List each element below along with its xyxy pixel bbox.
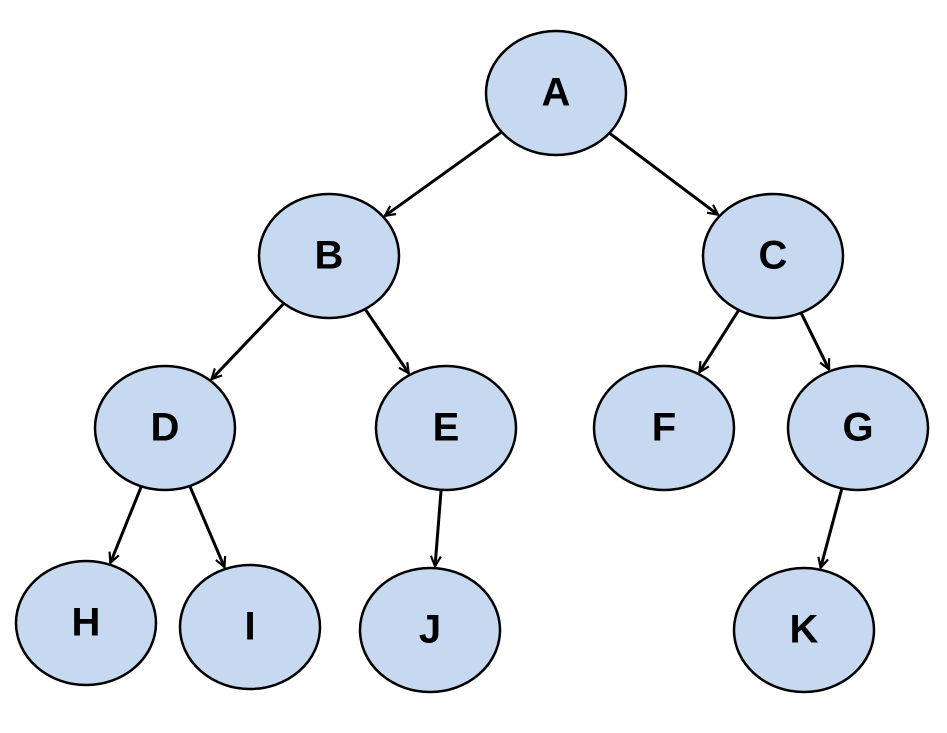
node-g-ellipse bbox=[786, 364, 930, 492]
node-d-label: D bbox=[151, 406, 180, 450]
node-e-ellipse bbox=[374, 364, 518, 492]
node-h: H bbox=[14, 559, 158, 687]
node-k: K bbox=[732, 566, 876, 694]
node-i-ellipse bbox=[178, 563, 322, 691]
node-i-label: I bbox=[244, 605, 255, 649]
node-h-label: H bbox=[72, 601, 101, 645]
node-g: G bbox=[786, 364, 930, 492]
edge-d-h-arrow bbox=[110, 485, 143, 562]
node-a-label: A bbox=[542, 71, 571, 115]
node-f-ellipse bbox=[592, 364, 736, 492]
node-k-ellipse bbox=[732, 566, 876, 694]
node-c-label: C bbox=[759, 234, 788, 278]
node-b-ellipse bbox=[257, 192, 401, 320]
edge-b-e-arrow bbox=[363, 308, 409, 373]
edge-g-k-arrow bbox=[821, 487, 844, 567]
node-e-label: E bbox=[433, 406, 460, 450]
node-h-ellipse bbox=[14, 559, 158, 687]
node-k-label: K bbox=[790, 608, 819, 652]
node-a: A bbox=[484, 29, 628, 157]
edge-b-d-arrow bbox=[212, 302, 285, 379]
node-f-label: F bbox=[652, 406, 676, 450]
node-c: C bbox=[701, 192, 845, 320]
node-b: B bbox=[257, 192, 401, 320]
node-j-ellipse bbox=[358, 566, 502, 694]
node-d: D bbox=[93, 364, 237, 492]
node-c-ellipse bbox=[701, 192, 845, 320]
edge-c-f-arrow bbox=[699, 309, 741, 372]
edge-a-b-arrow bbox=[385, 130, 503, 216]
node-d-ellipse bbox=[93, 364, 237, 492]
node-b-label: B bbox=[315, 234, 344, 278]
node-a-ellipse bbox=[484, 29, 628, 157]
node-g-label: G bbox=[842, 406, 873, 450]
edge-d-i-arrow bbox=[188, 485, 225, 567]
edge-a-c-arrow bbox=[608, 131, 718, 215]
edge-e-j-arrow bbox=[435, 489, 443, 566]
node-i: I bbox=[178, 563, 322, 691]
node-f: F bbox=[592, 364, 736, 492]
edge-c-g-arrow bbox=[799, 312, 831, 370]
nodes-layer: A B C D E F G H I J K bbox=[14, 29, 930, 694]
edges-layer bbox=[110, 130, 844, 568]
node-j: J bbox=[358, 566, 502, 694]
node-j-label: J bbox=[419, 608, 441, 652]
node-e: E bbox=[374, 364, 518, 492]
